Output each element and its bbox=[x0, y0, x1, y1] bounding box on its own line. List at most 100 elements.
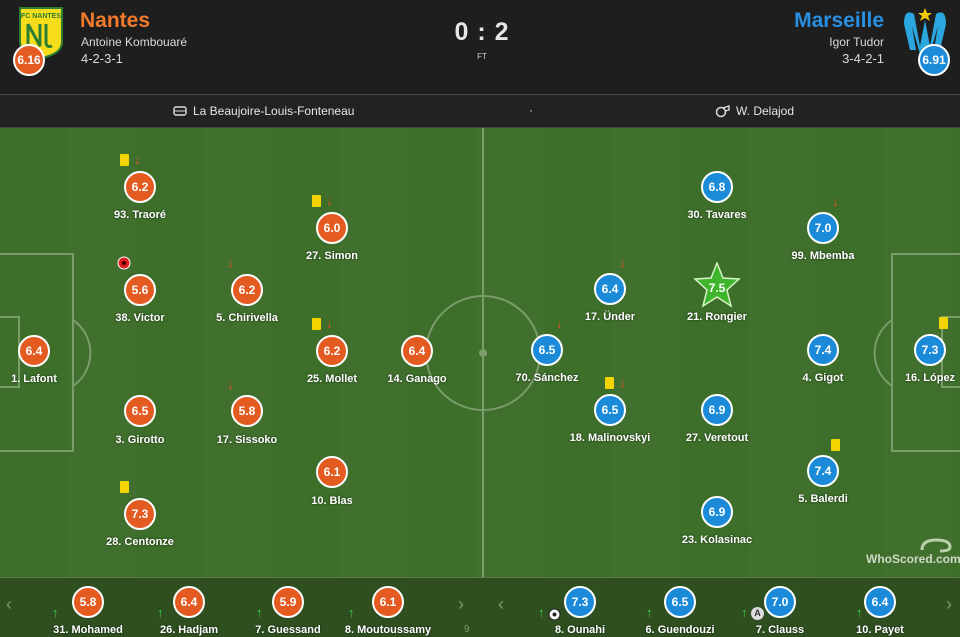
player-name: 7. Guessand bbox=[255, 624, 321, 636]
player-rating: 5.6 bbox=[124, 274, 156, 306]
away-subs-prev-icon[interactable]: ‹ bbox=[498, 594, 504, 614]
sub-off-arrow-icon: ↓ bbox=[619, 375, 626, 390]
away-formation: 3-4-2-1 bbox=[842, 51, 884, 66]
player-rating: 6.5 bbox=[664, 586, 696, 618]
player-rating: 6.4 bbox=[401, 335, 433, 367]
player-name: 18. Malinovskyi bbox=[569, 432, 651, 444]
player-rating: 6.2 bbox=[316, 335, 348, 367]
away-subs-next-icon[interactable]: › bbox=[946, 594, 952, 614]
player-rating: 7.0 bbox=[764, 586, 796, 618]
player-rating: 6.0 bbox=[316, 212, 348, 244]
sub-off-arrow-icon: ↓ bbox=[619, 255, 626, 270]
player-name: 23. Kolasinac bbox=[681, 534, 753, 546]
yellow-card-icon bbox=[312, 318, 321, 330]
sub-on-arrow-icon: ↑ bbox=[646, 605, 653, 620]
sub-on-arrow-icon: ↑ bbox=[52, 605, 59, 620]
player-name: 93. Traoré bbox=[114, 209, 166, 221]
stadium-icon bbox=[173, 106, 187, 116]
sub-off-arrow-icon: ↓ bbox=[326, 193, 333, 208]
yellow-card-icon bbox=[939, 317, 948, 329]
player-name: 6. Guendouzi bbox=[645, 624, 715, 636]
info-separator: · bbox=[529, 103, 533, 117]
match-score: 0 : 2 bbox=[454, 18, 510, 46]
player-rating: 6.4 bbox=[18, 335, 50, 367]
sub-off-arrow-icon: ↓ bbox=[556, 316, 563, 331]
player-rating: 6.1 bbox=[372, 586, 404, 618]
player-name: 5. Chirivella bbox=[216, 312, 278, 324]
sub-on-arrow-icon: ↑ bbox=[538, 605, 545, 620]
home-team-rating: 6.16 bbox=[13, 44, 45, 76]
player-name: 70. Sánchez bbox=[515, 372, 579, 384]
goal-ball-icon bbox=[548, 608, 561, 621]
home-formation: 4-2-3-1 bbox=[81, 51, 123, 66]
player-name: 5. Balerdi bbox=[798, 493, 848, 505]
player-name: 38. Victor bbox=[115, 312, 165, 324]
player-name: 30. Tavares bbox=[687, 209, 747, 221]
yellow-card-icon bbox=[120, 154, 129, 166]
sub-on-arrow-icon: ↑ bbox=[741, 605, 748, 620]
player-name: 31. Mohamed bbox=[53, 624, 123, 636]
sub-on-arrow-icon: ↑ bbox=[856, 605, 863, 620]
sub-off-arrow-icon: ↓ bbox=[227, 377, 234, 392]
player-name: 8. Ounahi bbox=[554, 624, 606, 636]
pitch: ↓ 6.2 93. Traoré ↓ 6.0 27. Simon 5.6 38.… bbox=[0, 128, 960, 577]
assist-icon: A bbox=[751, 607, 764, 620]
player-rating: 7.3 bbox=[914, 334, 946, 366]
referee-name: W. Delajod bbox=[736, 104, 795, 118]
player-name: 26. Hadjam bbox=[159, 624, 219, 636]
sub-on-arrow-icon: ↑ bbox=[157, 605, 164, 620]
player-name: 27. Veretout bbox=[685, 432, 749, 444]
marseille-crest-icon[interactable] bbox=[900, 6, 950, 62]
match-info-bar: La Beaujoire-Louis-Fonteneau · W. Delajo… bbox=[0, 94, 960, 128]
whistle-icon bbox=[715, 105, 730, 118]
player-name: 4. Gigot bbox=[802, 372, 844, 384]
player-rating: 6.2 bbox=[124, 171, 156, 203]
player-rating: 6.1 bbox=[316, 456, 348, 488]
away-manager: Igor Tudor bbox=[829, 35, 884, 49]
player-rating: 7.3 bbox=[564, 586, 596, 618]
player-name: 21. Rongier bbox=[687, 311, 747, 323]
player-rating: 7.3 bbox=[124, 498, 156, 530]
away-team-rating: 6.91 bbox=[918, 44, 950, 76]
player-rating: 6.5 bbox=[531, 334, 563, 366]
sub-off-arrow-icon: ↓ bbox=[326, 316, 333, 331]
player-name: 25. Mollet bbox=[306, 373, 358, 385]
yellow-card-icon bbox=[605, 377, 614, 389]
player-rating: 5.9 bbox=[272, 586, 304, 618]
player-rating: 7.4 bbox=[807, 455, 839, 487]
man-of-the-match-star-icon bbox=[693, 262, 741, 308]
player-name: 7. Clauss bbox=[755, 624, 805, 636]
player-rating: 7.5 bbox=[708, 281, 726, 295]
player-name: 1. Lafont bbox=[11, 373, 57, 385]
player-name: 99. Mbemba bbox=[791, 250, 855, 262]
whoscored-watermark: WhoScored.com bbox=[866, 552, 960, 566]
match-header: FC NANTES 6.16 Nantes Antoine Kombouaré … bbox=[0, 0, 960, 94]
sub-off-arrow-icon: ↓ bbox=[134, 152, 141, 167]
player-rating: 6.9 bbox=[701, 496, 733, 528]
player-name: 14. Ganago bbox=[387, 373, 447, 385]
player-name: 17. Ünder bbox=[584, 311, 636, 323]
home-subs-overflow: 9 bbox=[464, 624, 470, 635]
player-name: 8. Moutoussamy bbox=[344, 624, 432, 636]
yellow-card-icon bbox=[120, 481, 129, 493]
home-subs-next-icon[interactable]: › bbox=[458, 594, 464, 614]
home-manager: Antoine Kombouaré bbox=[81, 35, 188, 49]
venue-name: La Beaujoire-Louis-Fonteneau bbox=[193, 104, 355, 118]
player-rating: 6.4 bbox=[173, 586, 205, 618]
sub-off-arrow-icon: ↓ bbox=[832, 194, 839, 209]
home-team-name[interactable]: Nantes bbox=[80, 9, 151, 32]
player-rating: 6.2 bbox=[231, 274, 263, 306]
player-name: 10. Payet bbox=[856, 624, 904, 636]
sub-off-arrow-icon: ↓ bbox=[227, 255, 234, 270]
player-rating: 6.5 bbox=[594, 394, 626, 426]
home-subs-prev-icon[interactable]: ‹ bbox=[6, 594, 12, 614]
player-name: 17. Sissoko bbox=[216, 434, 278, 446]
own-goal-ball-icon bbox=[117, 256, 131, 270]
player-name: 10. Blas bbox=[311, 495, 353, 507]
player-rating: 6.5 bbox=[124, 395, 156, 427]
away-team-name[interactable]: Marseille bbox=[794, 9, 884, 32]
whoscored-logo-icon bbox=[920, 538, 952, 553]
player-rating: 6.4 bbox=[864, 586, 896, 618]
player-rating: 6.9 bbox=[701, 394, 733, 426]
match-status: FT bbox=[477, 52, 487, 61]
